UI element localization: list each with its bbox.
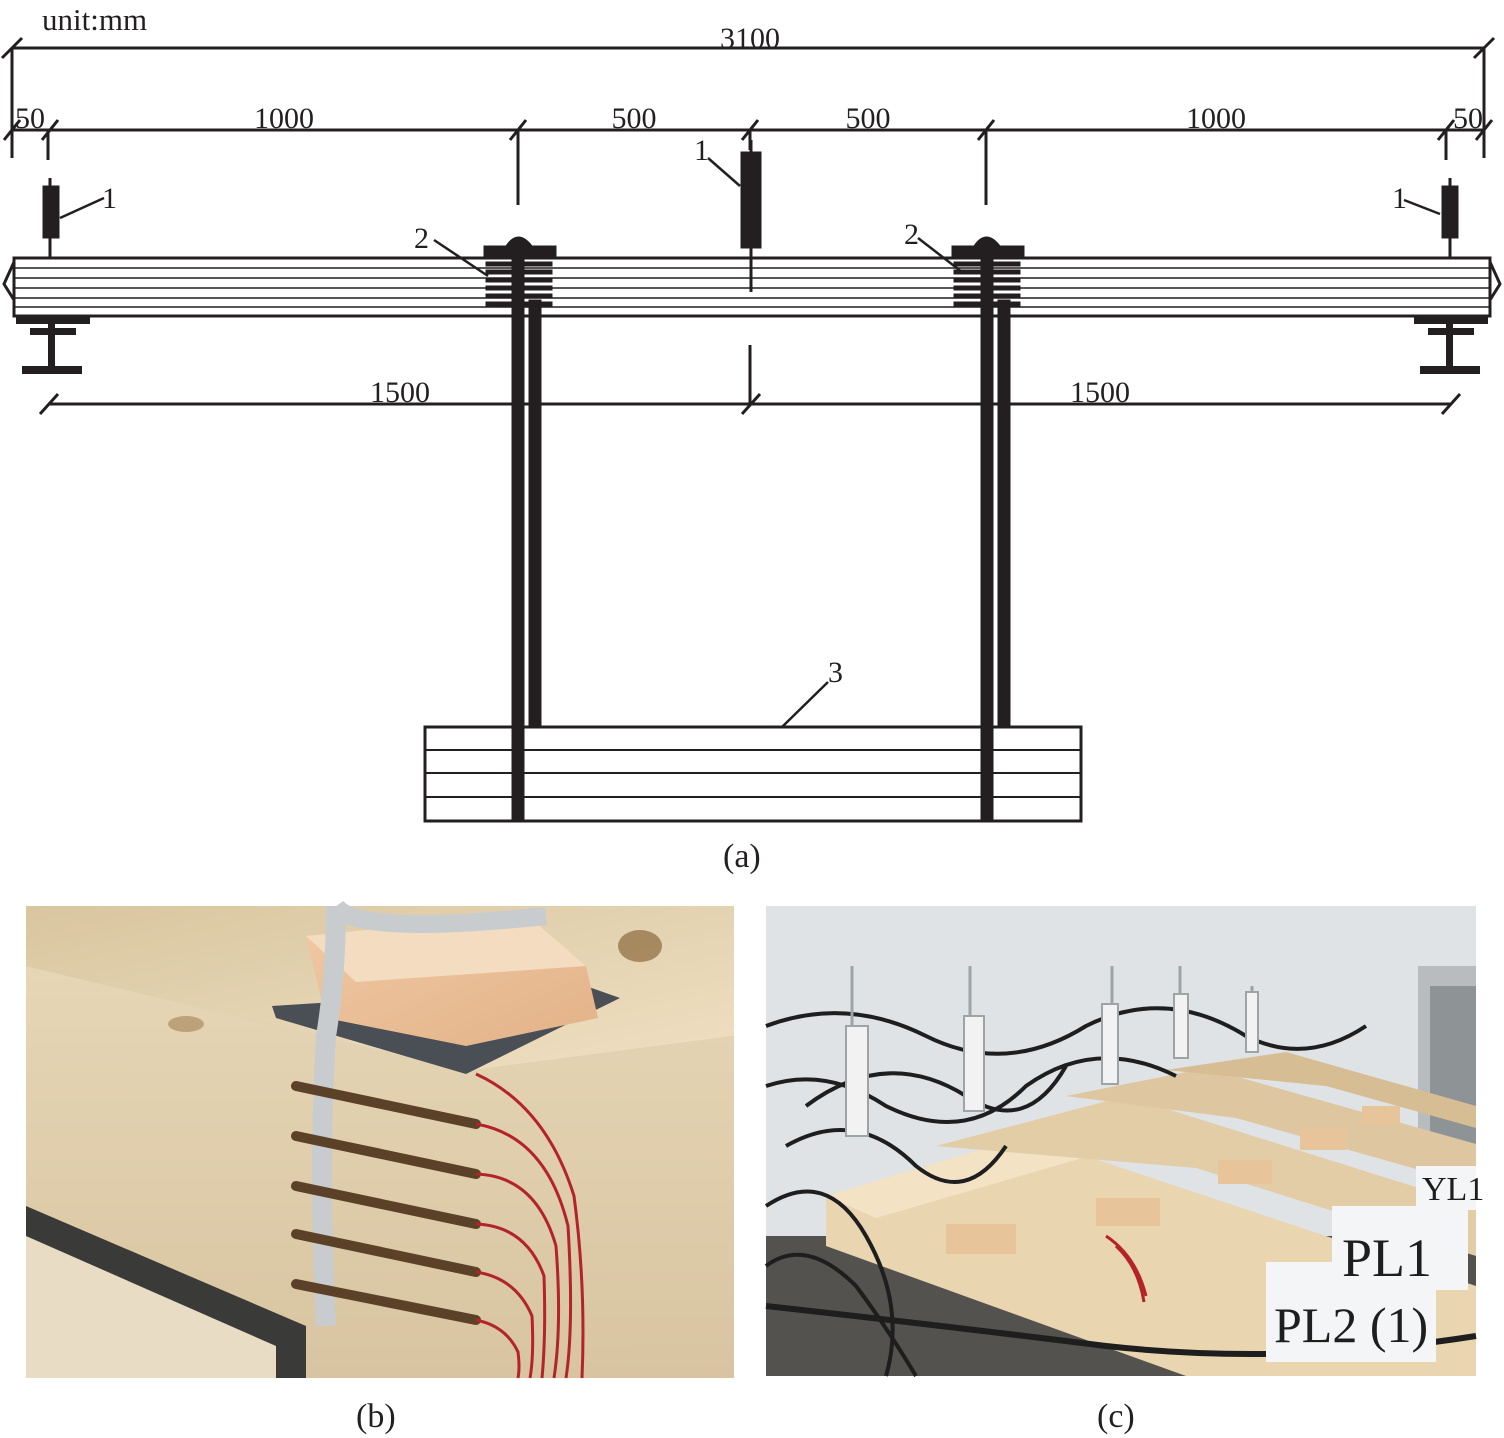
load-point-left xyxy=(483,236,557,823)
leader-line xyxy=(1403,198,1441,216)
dim-tick xyxy=(1474,119,1494,141)
dim-span-label: 1500 xyxy=(1070,376,1130,409)
dim-segment-label: 50 xyxy=(1453,102,1483,135)
lvdt-mid xyxy=(740,140,762,292)
dim-tick xyxy=(40,119,60,141)
lvdt-right xyxy=(1441,178,1459,258)
photo-loading-point-closeup xyxy=(26,900,734,1379)
specimen-label: YL1 xyxy=(1422,1171,1484,1208)
leader-line xyxy=(707,157,741,187)
dim-segment-label: 1000 xyxy=(1186,102,1246,135)
dim-tick xyxy=(1472,36,1496,60)
leader-line xyxy=(59,196,105,220)
caption-c: (c) xyxy=(1097,1398,1135,1435)
dim-segment-label: 500 xyxy=(612,102,657,135)
dim-tick xyxy=(1440,392,1462,416)
support-right xyxy=(1414,316,1488,374)
callout-lvdt-right: 1 xyxy=(1392,182,1407,215)
dim-span-label: 1500 xyxy=(370,376,430,409)
unit-label: unit:mm xyxy=(42,2,147,37)
reaction-beam xyxy=(423,725,1083,823)
test-setup-schematic: unit:mm 3100 50 1000 500 500 1000 50 150… xyxy=(0,2,1502,823)
dim-segment-label: 50 xyxy=(15,102,45,135)
specimen-label: PL1 xyxy=(1342,1228,1432,1288)
load-point-right xyxy=(951,236,1025,823)
dim-segment-label: 1000 xyxy=(254,102,314,135)
callout-reaction-beam: 3 xyxy=(828,656,843,689)
dim-segment-label: 500 xyxy=(846,102,891,135)
callout-lvdt-mid: 1 xyxy=(694,134,709,167)
callout-load-point-right: 2 xyxy=(904,218,919,251)
support-left xyxy=(16,316,90,374)
dim-tick xyxy=(0,36,24,60)
specimen-label: PL2 (1) xyxy=(1274,1297,1428,1353)
caption-b: (b) xyxy=(356,1398,396,1435)
callout-load-point-left: 2 xyxy=(414,222,429,255)
specimen-label-card xyxy=(1416,1166,1476,1210)
dim-tick xyxy=(2,119,22,141)
dim-tick xyxy=(38,392,60,416)
photo-test-setup-overview: YL1 PL1 PL2 (1) xyxy=(764,906,1484,1378)
dim-total-label: 3100 xyxy=(720,22,780,55)
specimen-label-card xyxy=(1266,1262,1436,1362)
leader-line xyxy=(433,238,489,278)
lvdt-left xyxy=(42,178,60,258)
leader-line xyxy=(781,681,829,728)
leader-line xyxy=(917,237,963,273)
caption-a: (a) xyxy=(723,838,761,875)
callout-lvdt-left: 1 xyxy=(102,182,117,215)
